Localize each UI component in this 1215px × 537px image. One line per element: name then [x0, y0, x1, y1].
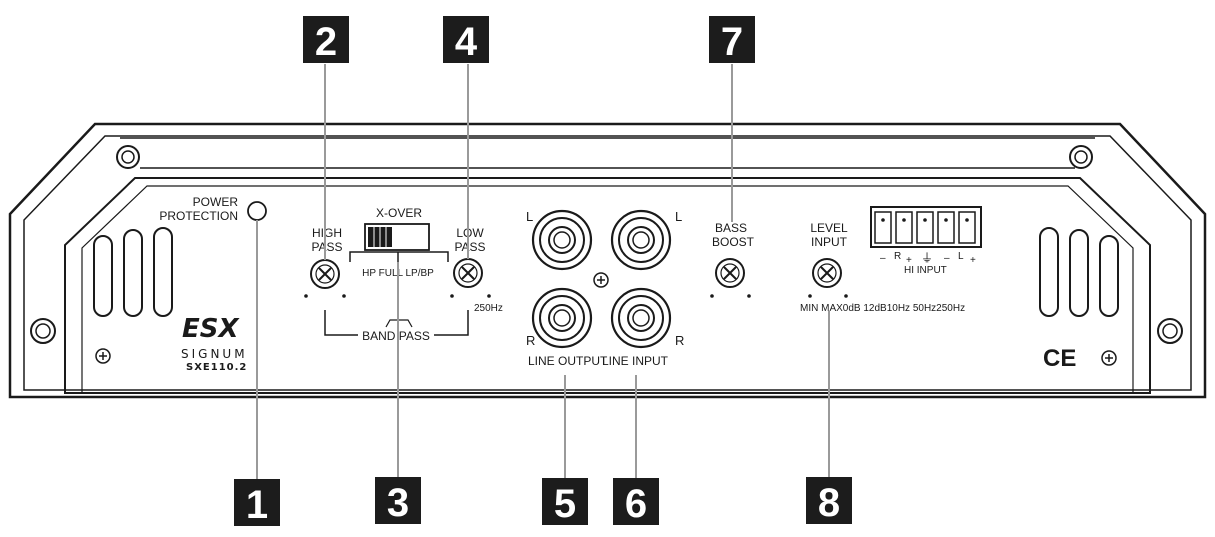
bass-boost-knob-icon	[715, 258, 745, 288]
low-pass-label-2: PASS	[454, 240, 485, 254]
svg-text:8: 8	[818, 481, 840, 525]
screw-right-icon	[1157, 318, 1183, 344]
ce-mark: CE	[1043, 345, 1076, 372]
power-label: POWER	[193, 195, 239, 209]
level-input-label-2: INPUT	[811, 235, 848, 249]
inner-panel	[64, 177, 1151, 394]
callouts: 2 4 7 1 3 5 6 8	[234, 16, 852, 527]
svg-text:7: 7	[721, 20, 743, 64]
screw-top-left-icon	[116, 145, 140, 169]
hi-input-pin-2: R	[894, 251, 901, 262]
brand-series: SIGNUM	[181, 347, 248, 361]
callout-2: 2	[303, 16, 349, 64]
vent-slots-right	[1039, 227, 1119, 317]
callout-6: 6	[613, 478, 659, 526]
power-protection-led: POWER PROTECTION	[159, 195, 267, 223]
hi-input-pin-1: –	[880, 253, 886, 264]
callout-1: 1	[234, 479, 280, 527]
chassis-outer-inner	[23, 135, 1192, 391]
brand-block: ESX SIGNUM SXE110.2	[181, 314, 248, 373]
bass-boost-control: BASS BOOST	[710, 221, 755, 298]
rca-label-l-1: L	[526, 209, 533, 224]
phillips-screw-right-icon	[1101, 350, 1117, 366]
callout-3: 3	[375, 477, 421, 525]
protection-label: PROTECTION	[159, 209, 238, 223]
line-output-label: LINE OUTPUT	[528, 354, 608, 368]
callout-7: 7	[709, 16, 755, 64]
band-pass-label: BAND PASS	[362, 329, 430, 343]
svg-text:6: 6	[625, 482, 647, 526]
rca-label-r-1: R	[526, 333, 535, 348]
callout-4: 4	[443, 16, 489, 64]
rca-label-l-2: L	[675, 209, 682, 224]
hi-input-pin-5: –	[944, 253, 950, 264]
low-pass-label-1: LOW	[456, 226, 484, 240]
rca-line-output-left-icon	[531, 209, 593, 271]
level-scale-label: MIN MAX0dB 12dB10Hz 50Hz250Hz	[800, 303, 965, 314]
svg-text:5: 5	[554, 482, 576, 526]
brand-logo: ESX	[182, 314, 240, 344]
hi-input-pin-7: +	[970, 255, 976, 266]
low-pass-freq-label: 250Hz	[474, 303, 503, 314]
rca-line-input-right-icon	[610, 287, 672, 349]
phillips-screw-left-icon	[95, 348, 111, 364]
rca-line-input-left-icon	[610, 209, 672, 271]
bass-boost-label-2: BOOST	[712, 235, 755, 249]
chassis	[8, 122, 1207, 399]
rca-label-r-2: R	[675, 333, 684, 348]
xover-label: X-OVER	[376, 206, 422, 220]
band-pass-bracket: BAND PASS	[324, 310, 469, 343]
level-input-knob-icon	[812, 258, 842, 288]
svg-text:3: 3	[387, 481, 409, 525]
high-pass-label-1: HIGH	[312, 226, 342, 240]
model-number: SXE110.2	[186, 362, 247, 373]
level-input-control: LEVEL INPUT MIN MAX0dB 12dB10Hz 50Hz250H…	[800, 221, 965, 314]
vent-slots-left	[93, 227, 173, 317]
svg-text:4: 4	[455, 20, 478, 64]
rca-line-output-right-icon	[531, 287, 593, 349]
callout-8: 8	[806, 477, 852, 525]
hi-input-label: HI INPUT	[904, 265, 947, 276]
svg-text:2: 2	[315, 20, 337, 64]
terminal-block-body	[870, 206, 982, 248]
inner-panel-face	[81, 185, 1134, 394]
mounting-screws	[30, 145, 1183, 366]
leader-lines	[256, 64, 830, 480]
hi-input-pin-3: +	[906, 255, 912, 266]
led-indicator-icon	[247, 201, 267, 221]
callout-5: 5	[542, 478, 588, 526]
xover-bracket	[349, 251, 449, 262]
screw-left-icon	[30, 318, 56, 344]
high-pass-label-2: PASS	[311, 240, 342, 254]
low-pass-control: LOW PASS 250Hz	[450, 226, 503, 314]
high-pass-control: HIGH PASS	[304, 226, 346, 298]
hi-input-pin-6: L	[958, 251, 964, 262]
hi-input-pin-4-ground-icon: ⏚	[921, 251, 933, 265]
hi-input-terminal: – R + ⏚ – L + HI INPUT	[870, 206, 982, 276]
rca-jacks: L L R R LINE OUTPUT LINE I	[526, 209, 684, 368]
phillips-screw-center-icon	[593, 272, 609, 288]
level-input-label-1: LEVEL	[810, 221, 848, 235]
line-input-label: LINE INPUT	[602, 354, 669, 368]
bass-boost-label-1: BASS	[715, 221, 747, 235]
screw-top-right-icon	[1069, 145, 1093, 169]
svg-text:1: 1	[246, 483, 268, 527]
xover-switch-body	[364, 223, 430, 251]
